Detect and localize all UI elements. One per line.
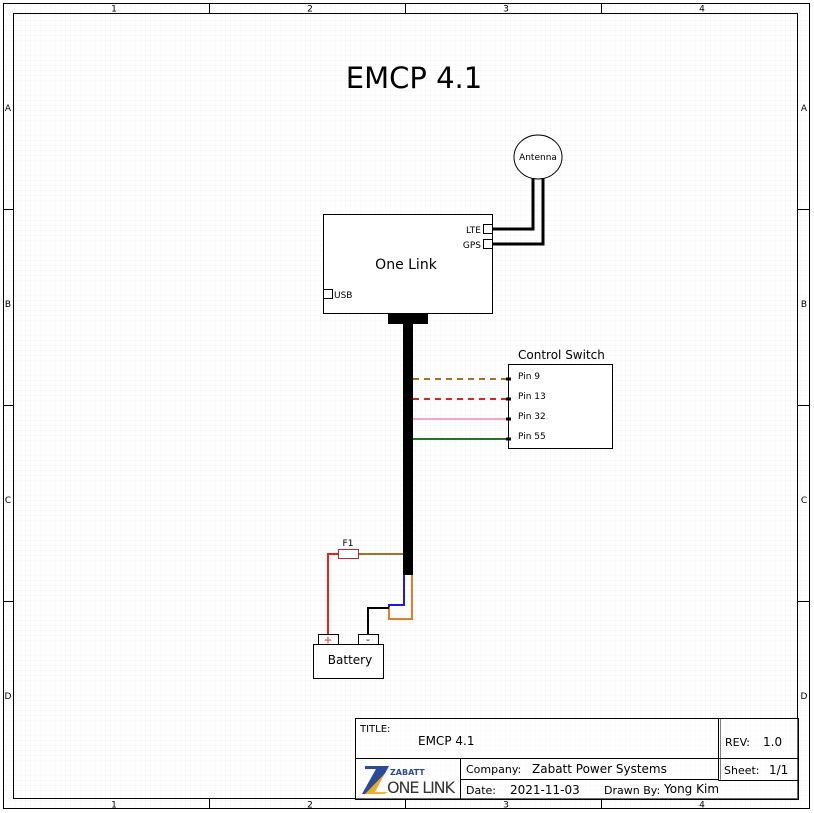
antenna-cables (493, 178, 545, 246)
battery-body (313, 644, 384, 679)
usb-port-label: USB (334, 291, 352, 301)
main-harness-cable[interactable] (403, 324, 413, 575)
pin-label: Pin 9 (518, 372, 540, 382)
control-switch-wires (413, 377, 511, 441)
lte-cable (493, 178, 535, 231)
date-value: 2021-11-03 (510, 783, 580, 797)
column-label: 2 (307, 5, 313, 15)
row-rulers (3, 209, 810, 602)
logo-top-text: ZABATT (390, 768, 425, 777)
drawn-by-value: Yong Kim (663, 782, 719, 796)
plus-icon: + (323, 634, 332, 647)
title-label: TITLE: (359, 724, 390, 735)
date-label: Date: (466, 784, 496, 797)
logo-bottom-text: ONE LINK (387, 778, 456, 797)
control-switch-label: Control Switch (518, 348, 605, 362)
sheet-value: 1/1 (769, 763, 788, 777)
company-label: Company: (466, 763, 521, 776)
battery[interactable]: + - Battery (313, 633, 384, 679)
row-label: D (801, 692, 808, 702)
gps-port[interactable] (483, 239, 493, 249)
minus-icon: - (366, 633, 370, 646)
harness-connector[interactable] (388, 314, 428, 324)
pin-terminal[interactable] (506, 397, 511, 401)
power-wiring (327, 553, 413, 635)
one-link-module[interactable]: One Link LTE GPS USB (323, 214, 493, 314)
column-rulers (209, 3, 602, 809)
row-label: D (5, 692, 12, 702)
row-label: B (801, 300, 807, 310)
rev-value: 1.0 (763, 735, 782, 749)
drawn-by-label: Drawn By: (604, 784, 660, 797)
fuse-f1[interactable]: F1 (338, 539, 359, 559)
control-switch[interactable]: Control Switch (508, 348, 613, 449)
fuse-body (338, 549, 359, 559)
pin-label: Pin 55 (518, 432, 546, 442)
zabatt-z-icon (362, 766, 389, 794)
title-block: TITLE: EMCP 4.1 REV: 1.0 Company: Zabatt… (355, 718, 799, 800)
column-label: 3 (503, 801, 509, 811)
lte-port[interactable] (483, 224, 493, 234)
antenna[interactable]: Antenna (513, 134, 563, 180)
rev-label: REV: (725, 736, 750, 749)
pin-terminal[interactable] (506, 437, 511, 441)
row-label: C (801, 496, 807, 506)
inner-frame (13, 13, 798, 799)
column-label: 1 (111, 5, 117, 15)
column-label: 2 (307, 801, 313, 811)
gps-port-label: GPS (463, 241, 481, 251)
column-label: 1 (111, 801, 117, 811)
orange-wire (388, 575, 413, 620)
sheet-label: Sheet: (724, 764, 760, 777)
control-switch-box (508, 364, 613, 449)
pin-label: Pin 13 (518, 392, 546, 402)
column-label: 4 (699, 801, 705, 811)
one-link-box (323, 214, 493, 314)
column-label: 4 (699, 5, 705, 15)
row-label: A (801, 104, 808, 114)
usb-port[interactable] (323, 289, 333, 299)
negative-wire (367, 607, 389, 635)
fuse-label: F1 (343, 539, 354, 549)
row-label: C (5, 496, 11, 506)
zabatt-one-link-logo: ZABATT ONE LINK (362, 766, 456, 797)
column-label: 3 (503, 5, 509, 15)
row-label: B (5, 300, 11, 310)
company-value: Zabatt Power Systems (532, 762, 667, 776)
one-link-label: One Link (375, 257, 438, 273)
battery-label: Battery (328, 653, 372, 667)
sheet-heading: EMCP 4.1 (346, 61, 482, 95)
pin-label: Pin 32 (518, 412, 546, 422)
title-value: EMCP 4.1 (418, 734, 474, 748)
antenna-label: Antenna (519, 153, 557, 163)
lte-port-label: LTE (466, 226, 481, 236)
positive-wire (327, 553, 338, 635)
antenna-symbol (513, 134, 563, 180)
row-label: A (5, 104, 12, 114)
pin-terminal[interactable] (506, 417, 511, 421)
gps-cable (493, 178, 545, 246)
pin-terminal[interactable] (506, 377, 511, 381)
